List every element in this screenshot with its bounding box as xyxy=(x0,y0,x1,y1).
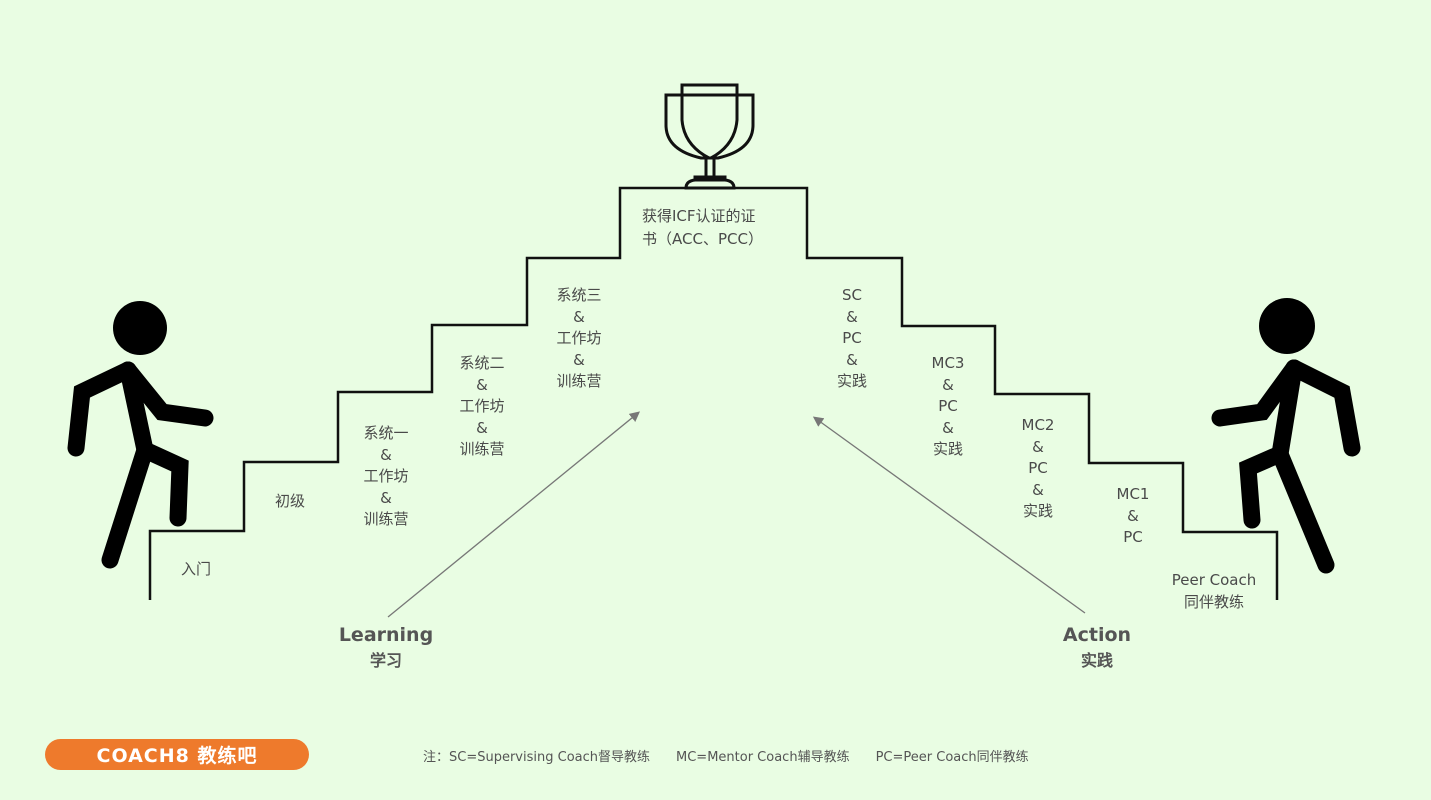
step-text: & xyxy=(476,418,488,437)
step-text: 同伴教练 xyxy=(1183,592,1244,611)
step-text: & xyxy=(1032,480,1044,499)
step-text: & xyxy=(476,375,488,394)
step-label-beginner: 初级 xyxy=(275,491,305,513)
top-step-line: 获得ICF认证的证 xyxy=(642,207,756,225)
learning-zh: 学习 xyxy=(369,651,403,670)
step-text: 实践 xyxy=(1022,502,1053,520)
footnote: 注：SC=Supervising Coach督导教练 MC=Mentor Coac… xyxy=(423,746,1055,765)
logo-text: COACH8 教练吧 xyxy=(96,745,258,767)
step-label-peer-coach: Peer Coach 同伴教练 xyxy=(1172,570,1257,613)
step-label-system3: 系统三 & 工作坊 & 训练营 xyxy=(556,285,601,393)
footnote-pc: PC=Peer Coach同伴教练 xyxy=(875,750,1029,765)
trophy-icon xyxy=(664,83,755,190)
learning-label: Learning 学习 xyxy=(339,623,433,673)
action-en: Action xyxy=(1062,624,1132,646)
step-text: 入门 xyxy=(180,560,212,578)
step-text: & xyxy=(942,375,954,394)
step-text: 训练营 xyxy=(556,372,602,390)
step-text: 系统二 xyxy=(459,354,505,372)
step-label-system1: 系统一 & 工作坊 & 训练营 xyxy=(363,423,408,531)
footnote-sc: 注：SC=Supervising Coach督导教练 xyxy=(423,750,651,765)
coach8-logo: COACH8 教练吧 xyxy=(45,739,309,770)
footnote-mc: MC=Mentor Coach辅导教练 xyxy=(676,750,850,765)
top-step-line: 书（ACC、PCC） xyxy=(642,230,763,248)
action-zh: 实践 xyxy=(1080,651,1113,670)
step-text: & xyxy=(1032,437,1044,456)
step-label-mc2: MC2 & PC & 实践 xyxy=(1022,415,1055,523)
step-text: 实践 xyxy=(836,372,868,390)
step-text: PC xyxy=(1123,528,1143,546)
top-step-label: 获得ICF认证的证 书（ACC、PCC） xyxy=(642,205,782,251)
step-text: & xyxy=(380,445,392,464)
step-text: 训练营 xyxy=(459,440,505,458)
step-label-system2: 系统二 & 工作坊 & 训练营 xyxy=(459,353,504,461)
step-text: 工作坊 xyxy=(363,467,409,485)
step-text: 初级 xyxy=(274,492,306,510)
step-label-mc3: MC3 & PC & 实践 xyxy=(932,353,965,461)
step-text: 实践 xyxy=(932,440,963,458)
step-text: MC1 xyxy=(1116,485,1150,503)
step-text: & xyxy=(846,307,858,326)
step-text: & xyxy=(573,350,585,369)
step-text: Peer Coach xyxy=(1171,571,1257,589)
step-text: SC xyxy=(841,286,862,304)
action-arrow xyxy=(812,416,1086,614)
step-text: 工作坊 xyxy=(459,397,505,415)
step-text: 系统一 xyxy=(363,424,409,442)
step-text: PC xyxy=(1028,459,1048,477)
learning-arrow xyxy=(387,411,641,618)
step-text: PC xyxy=(842,329,862,347)
step-label-sc: SC & PC & 实践 xyxy=(837,285,867,393)
action-label: Action 实践 xyxy=(1063,623,1131,673)
step-text: & xyxy=(380,488,392,507)
step-text: & xyxy=(942,418,954,437)
step-text: 工作坊 xyxy=(556,329,602,347)
step-text: MC3 xyxy=(931,354,965,372)
step-label-mc1: MC1 & PC xyxy=(1117,484,1150,549)
learning-en: Learning xyxy=(338,624,434,646)
step-label-entry: 入门 xyxy=(181,559,211,581)
step-text: & xyxy=(1127,506,1139,525)
left-person-icon xyxy=(67,301,214,569)
step-text: & xyxy=(573,307,585,326)
right-person-icon xyxy=(1211,298,1361,574)
step-text: & xyxy=(846,350,858,369)
step-text: MC2 xyxy=(1021,416,1055,434)
step-text: 训练营 xyxy=(363,510,409,528)
step-text: PC xyxy=(938,397,958,415)
step-text: 系统三 xyxy=(556,286,602,304)
